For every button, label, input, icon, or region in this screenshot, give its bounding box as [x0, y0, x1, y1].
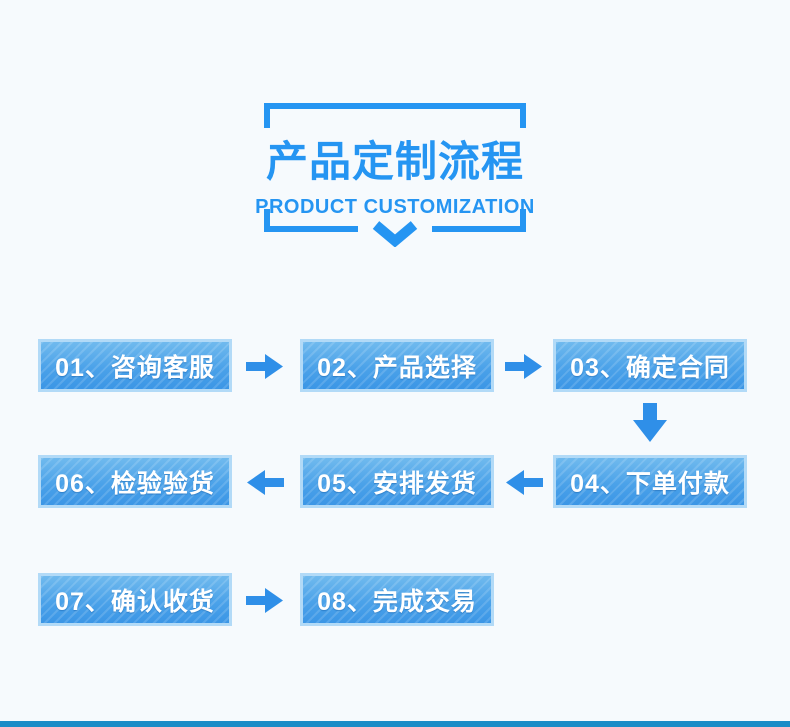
page-title: 产品定制流程 [265, 138, 524, 185]
chevron-down-icon [372, 221, 418, 247]
step-label-08: 08、完成交易 [317, 587, 477, 616]
arrow-down-icon [633, 403, 667, 442]
title-frame-bottom-left [264, 209, 358, 232]
step-box-03: 03、确定合同 [553, 339, 747, 392]
step-box-08: 08、完成交易 [300, 573, 494, 626]
step-label-05: 05、安排发货 [317, 469, 477, 498]
step-label-06: 06、检验验货 [55, 469, 215, 498]
step-box-07: 07、确认收货 [38, 573, 232, 626]
step-label-03: 03、确定合同 [570, 353, 730, 382]
arrow-right-icon [246, 354, 283, 379]
step-label-01: 01、咨询客服 [55, 353, 215, 382]
arrow-left-icon [506, 470, 543, 495]
step-label-02: 02、产品选择 [317, 353, 477, 382]
arrow-right-icon [246, 588, 283, 613]
bottom-divider-bar [0, 721, 790, 727]
page-subtitle: PRODUCT CUSTOMIZATION [255, 196, 535, 218]
step-box-02: 02、产品选择 [300, 339, 494, 392]
title-frame-bottom-right [432, 209, 526, 232]
step-label-04: 04、下单付款 [570, 469, 730, 498]
step-box-05: 05、安排发货 [300, 455, 494, 508]
step-box-01: 01、咨询客服 [38, 339, 232, 392]
title-frame-top [264, 103, 526, 128]
step-box-06: 06、检验验货 [38, 455, 232, 508]
arrow-left-icon [247, 470, 284, 495]
step-label-07: 07、确认收货 [55, 587, 215, 616]
step-box-04: 04、下单付款 [553, 455, 747, 508]
arrow-right-icon [505, 354, 542, 379]
